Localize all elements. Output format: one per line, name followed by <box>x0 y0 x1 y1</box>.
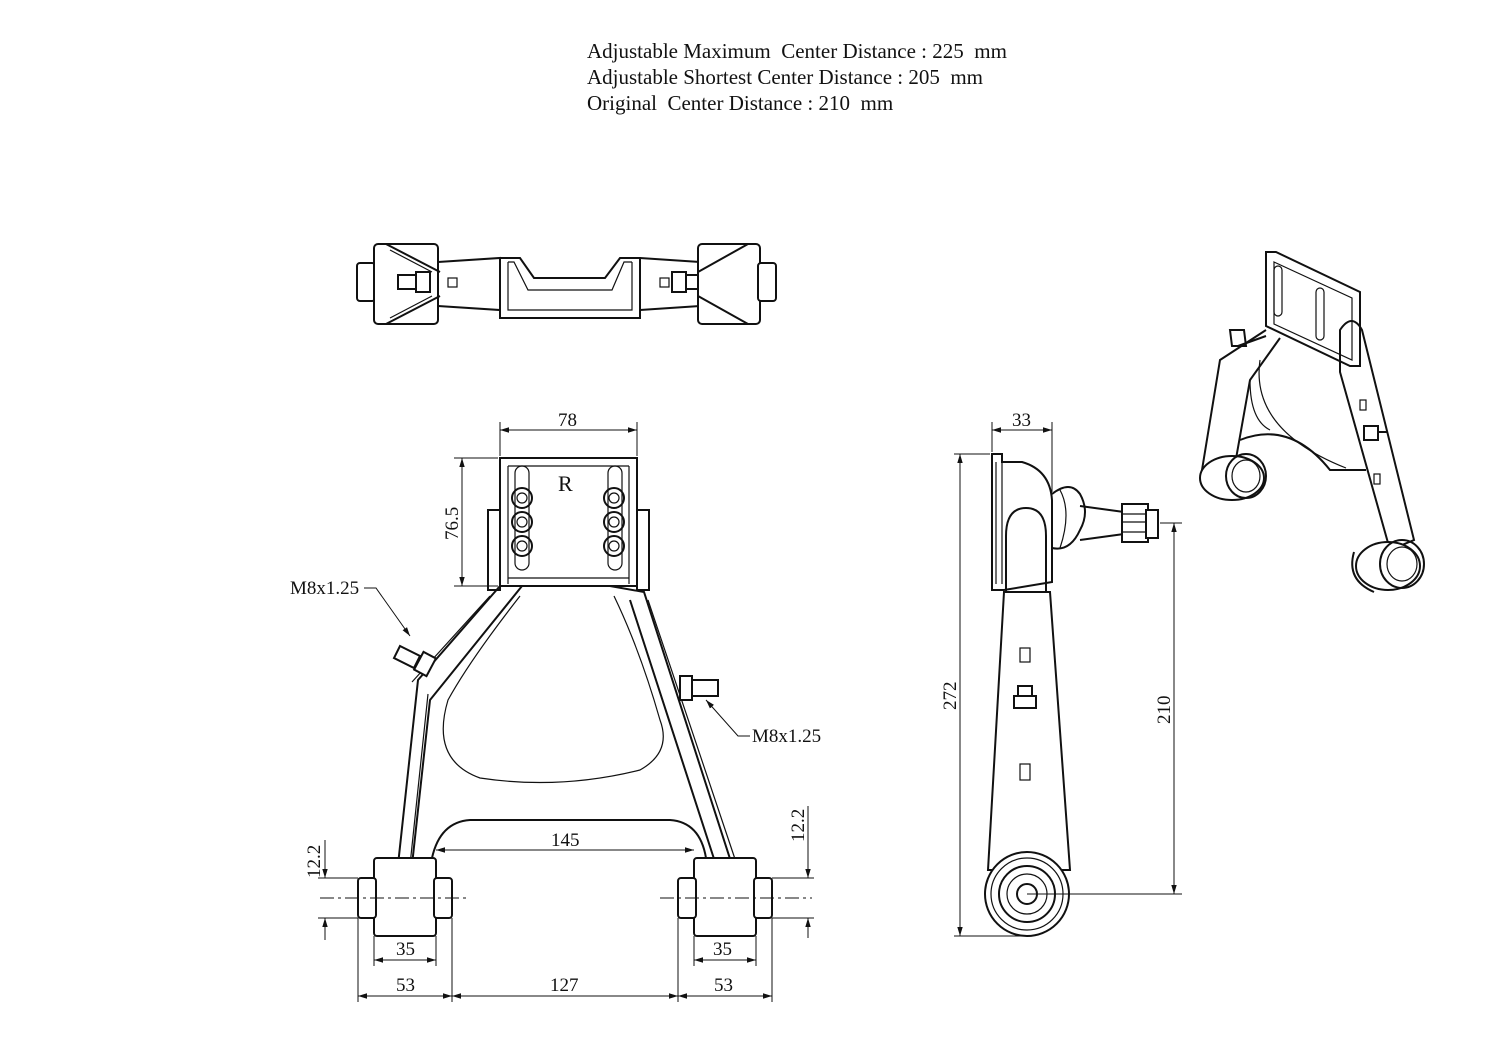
dim-outer-right: 53 <box>714 975 733 996</box>
dim-outer-left: 53 <box>396 975 415 996</box>
dim-plate-thickness: 33 <box>1012 410 1031 431</box>
top-view <box>356 243 777 325</box>
front-view: R <box>320 457 812 937</box>
adjustment-holes <box>511 487 625 557</box>
dim-overall-height: 272 <box>940 682 961 711</box>
front-view-dimensions: 78 76.5 M8x1.25 M8x1.25 145 12.2 12.2 35 <box>290 410 821 1002</box>
side-mark: R <box>558 471 573 496</box>
dim-width-top: 78 <box>558 410 577 431</box>
dim-bushing-len-right: 35 <box>713 939 732 960</box>
spec-max-center-distance: Adjustable Maximum Center Distance : 225… <box>587 39 1007 63</box>
dim-bushing-dia-right: 12.2 <box>788 809 809 842</box>
side-view-dimensions: 33 272 210 <box>940 410 1182 937</box>
isometric-view <box>1199 251 1425 593</box>
spec-original-center-distance: Original Center Distance : 210 mm <box>587 91 894 115</box>
spec-notes: Adjustable Maximum Center Distance : 225… <box>587 38 1007 116</box>
spec-shortest-center-distance: Adjustable Shortest Center Distance : 20… <box>587 65 984 89</box>
dim-center-span: 127 <box>550 975 579 996</box>
side-view <box>984 453 1159 937</box>
dim-plate-height: 76.5 <box>442 507 463 540</box>
dim-bushing-len-left: 35 <box>396 939 415 960</box>
dim-inner-span: 145 <box>551 830 580 851</box>
thread-label-left: M8x1.25 <box>290 578 359 599</box>
dim-bushing-dia-left: 12.2 <box>304 845 325 878</box>
dim-center-distance: 210 <box>1154 696 1175 725</box>
thread-label-right: M8x1.25 <box>752 726 821 747</box>
